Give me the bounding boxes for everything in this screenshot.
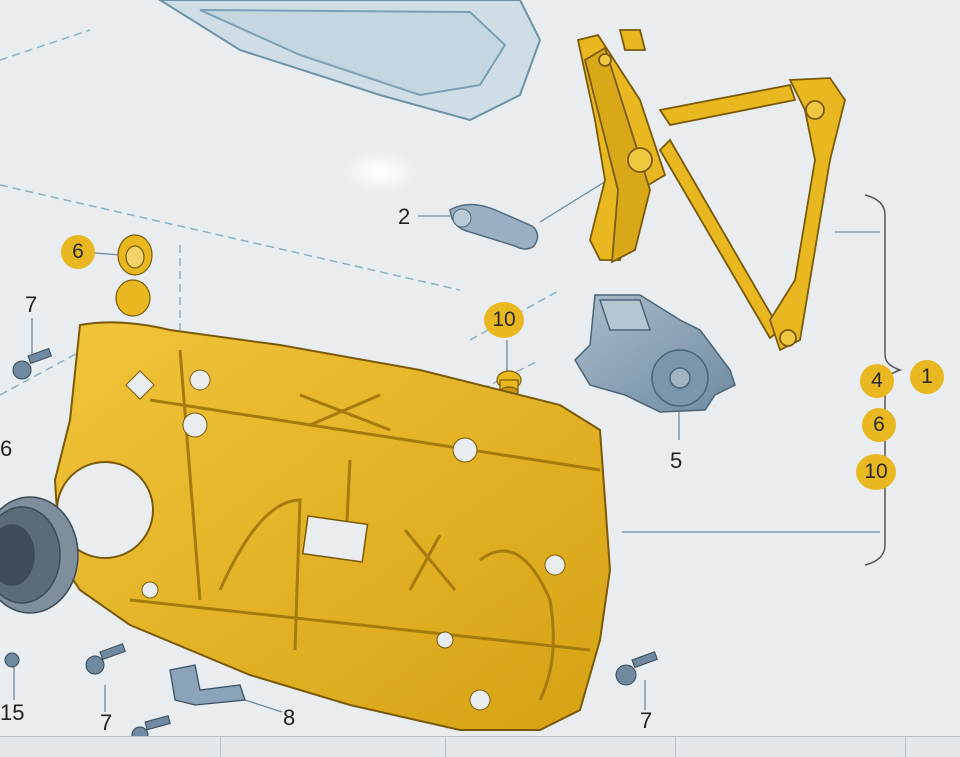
door-module-panel: [53, 321, 612, 731]
callout-6-group-badge: 6: [862, 408, 896, 442]
bolt-speaker: [4, 652, 20, 668]
callout-10-group-badge: 10: [856, 454, 896, 490]
callout-7-bottom-left-label: 7: [100, 710, 113, 735]
callout-6-speaker-label: 6: [0, 436, 13, 461]
window-crank-handle: [449, 203, 539, 250]
strip-divider: [905, 737, 906, 757]
plug-cap: [115, 234, 153, 317]
dashed-guide-lines: [0, 29, 561, 396]
status-strip: [0, 736, 960, 757]
window-motor: [574, 294, 736, 413]
bolt-bottom-right: [615, 651, 658, 686]
callout-7-top-label: 7: [25, 292, 38, 317]
group-bracket: [864, 194, 903, 566]
door-speaker: [0, 496, 79, 614]
callout-2-label: 2: [398, 204, 411, 229]
callout-8-label: 8: [283, 705, 296, 730]
leader-lines: [13, 159, 880, 713]
callout-1-badge: 1: [910, 360, 944, 394]
callout-6-badge: 6: [61, 235, 95, 269]
window-regulator: [576, 29, 846, 352]
callout-4-badge: 4: [860, 364, 894, 398]
mounting-bracket: [169, 664, 246, 706]
bolt-top-left: [12, 347, 53, 380]
callout-10-badge-top: 10: [484, 302, 524, 338]
callout-5-label: 5: [670, 448, 683, 473]
strip-divider: [445, 737, 446, 757]
door-outline-top: [158, 0, 542, 122]
callout-15-label: 15: [0, 700, 25, 725]
strip-divider: [675, 737, 676, 757]
bolt-bottom-left: [85, 643, 126, 675]
callout-7-bottom-right-label: 7: [640, 708, 653, 733]
strip-divider: [220, 737, 221, 757]
